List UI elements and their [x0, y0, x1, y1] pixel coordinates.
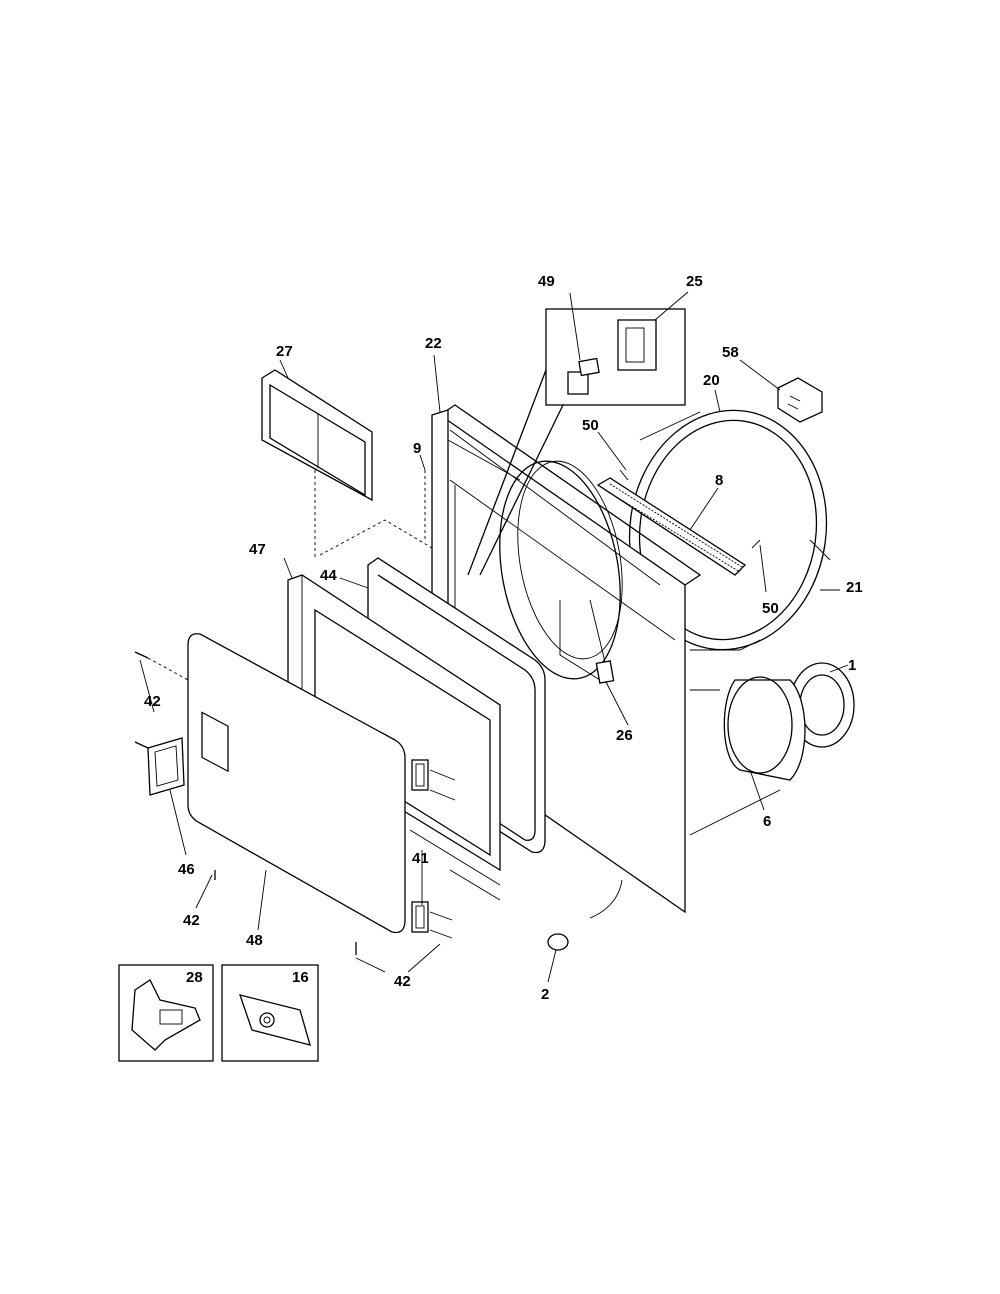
door-strike-inset [467, 308, 686, 576]
control-panel [261, 369, 373, 560]
inset-28 [118, 964, 214, 1062]
top-panel-outline [319, 439, 521, 556]
outer-door-panel [187, 633, 406, 934]
screws [134, 651, 357, 955]
label-part-6: 6 [763, 813, 771, 830]
label-part-25: 25 [686, 273, 703, 290]
inset-16 [221, 964, 319, 1062]
part-labels: 49 25 27 22 58 20 50 9 8 47 44 21 50 1 4… [144, 273, 863, 1003]
leader-lines [139, 291, 849, 983]
label-part-2: 2 [541, 986, 549, 1003]
label-part-27: 27 [276, 343, 293, 360]
label-part-50a: 50 [582, 417, 599, 434]
blower-housing [723, 662, 855, 781]
label-part-26: 26 [616, 727, 633, 744]
label-part-49: 49 [538, 273, 555, 290]
door-handle [147, 737, 185, 796]
label-part-16: 16 [292, 969, 309, 986]
label-part-8: 8 [715, 472, 723, 489]
label-part-58: 58 [722, 344, 739, 361]
label-part-46: 46 [178, 861, 195, 878]
terminal-block [777, 377, 823, 423]
leveling-foot [547, 933, 569, 951]
label-part-44: 44 [320, 567, 337, 584]
rear-drum-ring [628, 409, 831, 651]
label-part-1: 1 [848, 657, 856, 674]
label-part-42b: 42 [183, 912, 200, 929]
door-hinges [411, 759, 456, 939]
label-part-42c: 42 [394, 973, 411, 990]
label-part-41: 41 [412, 850, 429, 867]
label-part-22: 22 [425, 335, 442, 352]
label-part-28: 28 [186, 969, 203, 986]
lint-screen [596, 469, 761, 576]
label-part-21: 21 [846, 579, 863, 596]
label-part-50b: 50 [762, 600, 779, 617]
label-part-47: 47 [249, 541, 266, 558]
door-switch [589, 599, 615, 684]
label-part-20: 20 [703, 372, 720, 389]
label-part-9: 9 [413, 440, 421, 457]
label-part-48: 48 [246, 932, 263, 949]
label-part-42a: 42 [144, 693, 161, 710]
